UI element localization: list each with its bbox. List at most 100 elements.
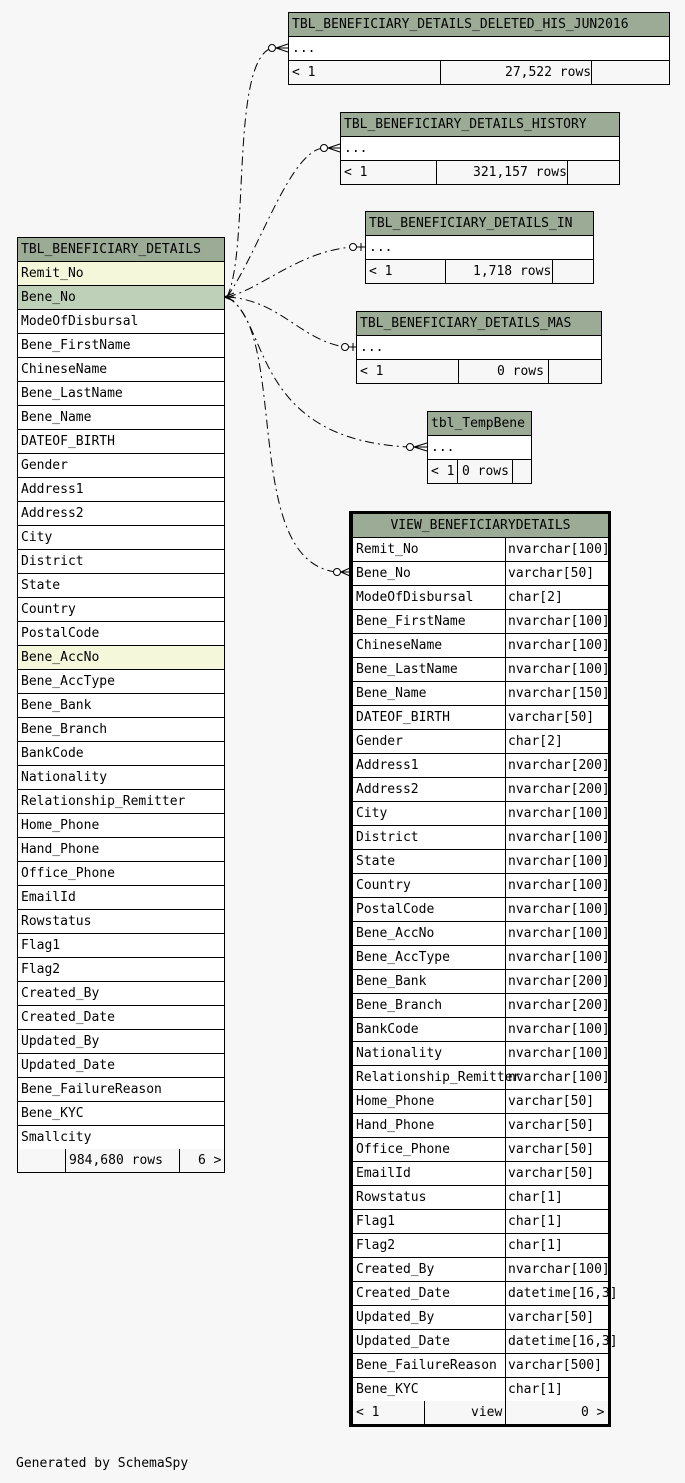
main-column-row[interactable]: Updated_Date [18,1054,224,1078]
main-column-row[interactable]: Flag2 [18,958,224,982]
main-column-row[interactable]: Bene_No [18,286,224,310]
main-column-row[interactable]: Relationship_Remitter [18,790,224,814]
main-column-row[interactable]: Bene_Name [18,406,224,430]
main-column-row[interactable]: State [18,574,224,598]
main-column-row[interactable]: Home_Phone [18,814,224,838]
edge-view [226,296,337,573]
main-column-row[interactable]: District [18,550,224,574]
main-column-row[interactable]: Address1 [18,478,224,502]
table-title[interactable]: TBL_BENEFICIARY_DETAILS_MAS [357,312,601,336]
main-column-row[interactable]: Remit_No [18,262,224,286]
main-column-row[interactable]: Nationality [18,766,224,790]
main-table-title[interactable]: TBL_BENEFICIARY_DETAILS [18,238,224,262]
main-column-row[interactable]: Bene_Bank [18,694,224,718]
main-column-row[interactable]: BankCode [18,742,224,766]
main-column-row[interactable]: Country [18,598,224,622]
main-column-row[interactable]: Bene_FailureReason [18,1078,224,1102]
main-column-row[interactable]: Updated_By [18,1030,224,1054]
main-column-row[interactable]: ChineseName [18,358,224,382]
table-mas[interactable]: TBL_BENEFICIARY_DETAILS_MAS ... < 1 0 ro… [356,311,602,384]
table-title[interactable]: tbl_TempBene [428,412,531,436]
main-column-row[interactable]: Created_Date [18,1006,224,1030]
table-tempbene[interactable]: tbl_TempBene ... < 1 0 rows [427,411,532,484]
table-parents[interactable]: < 1 [431,464,455,479]
main-column-row[interactable]: Office_Phone [18,862,224,886]
table-parents[interactable]: < 1 [292,65,316,80]
main-column-row[interactable]: EmailId [18,886,224,910]
table-in[interactable]: TBL_BENEFICIARY_DETAILS_IN ... < 1 1,718… [365,211,594,284]
main-column-row[interactable]: Hand_Phone [18,838,224,862]
main-column-row[interactable]: PostalCode [18,622,224,646]
main-column-row[interactable]: Bene_LastName [18,382,224,406]
main-column-row[interactable]: Address2 [18,502,224,526]
main-column-row[interactable]: Rowstatus [18,910,224,934]
main-column-row[interactable]: Bene_KYC [18,1102,224,1126]
table-parents[interactable]: < 1 [360,364,384,379]
main-column-row[interactable]: Created_By [18,982,224,1006]
main-table-children[interactable]: 6 > [198,1153,222,1168]
main-column-row[interactable]: Smallcity [18,1126,224,1149]
table-row-count: 0 rows [462,464,509,479]
table-title[interactable]: TBL_BENEFICIARY_DETAILS_IN [366,212,593,236]
main-column-row[interactable]: Bene_FirstName [18,334,224,358]
table-parents[interactable]: < 1 [344,165,368,180]
view-table-children[interactable]: 0 > [581,1405,605,1420]
main-column-row[interactable]: Bene_AccNo [18,646,224,670]
view-table-title[interactable]: VIEW_BENEFICIARYDETAILS [353,514,608,538]
main-column-row[interactable]: Bene_AccType [18,670,224,694]
main-column-row[interactable]: Gender [18,454,224,478]
main-column-row[interactable]: ModeOfDisbursal [18,310,224,334]
main-column-row[interactable]: DATEOF_BIRTH [18,430,224,454]
view-table-parents[interactable]: < 1 [356,1405,380,1420]
table-ellipsis: ... [341,137,619,161]
main-column-row[interactable]: Flag1 [18,934,224,958]
main-column-row[interactable]: City [18,526,224,550]
table-parents[interactable]: < 1 [369,264,393,279]
table-title[interactable]: TBL_BENEFICIARY_DETAILS_HISTORY [341,113,619,137]
table-title[interactable]: TBL_BENEFICIARY_DETAILS_DELETED_HIS_JUN2… [289,13,669,37]
column-name: Flag1 [21,938,61,953]
table-history[interactable]: TBL_BENEFICIARY_DETAILS_HISTORY ... < 1 … [340,112,620,185]
main-column-row[interactable]: Bene_Branch [18,718,224,742]
table-deleted-his[interactable]: TBL_BENEFICIARY_DETAILS_DELETED_HIS_JUN2… [288,12,670,85]
column-type: varchar[50] [508,566,595,581]
